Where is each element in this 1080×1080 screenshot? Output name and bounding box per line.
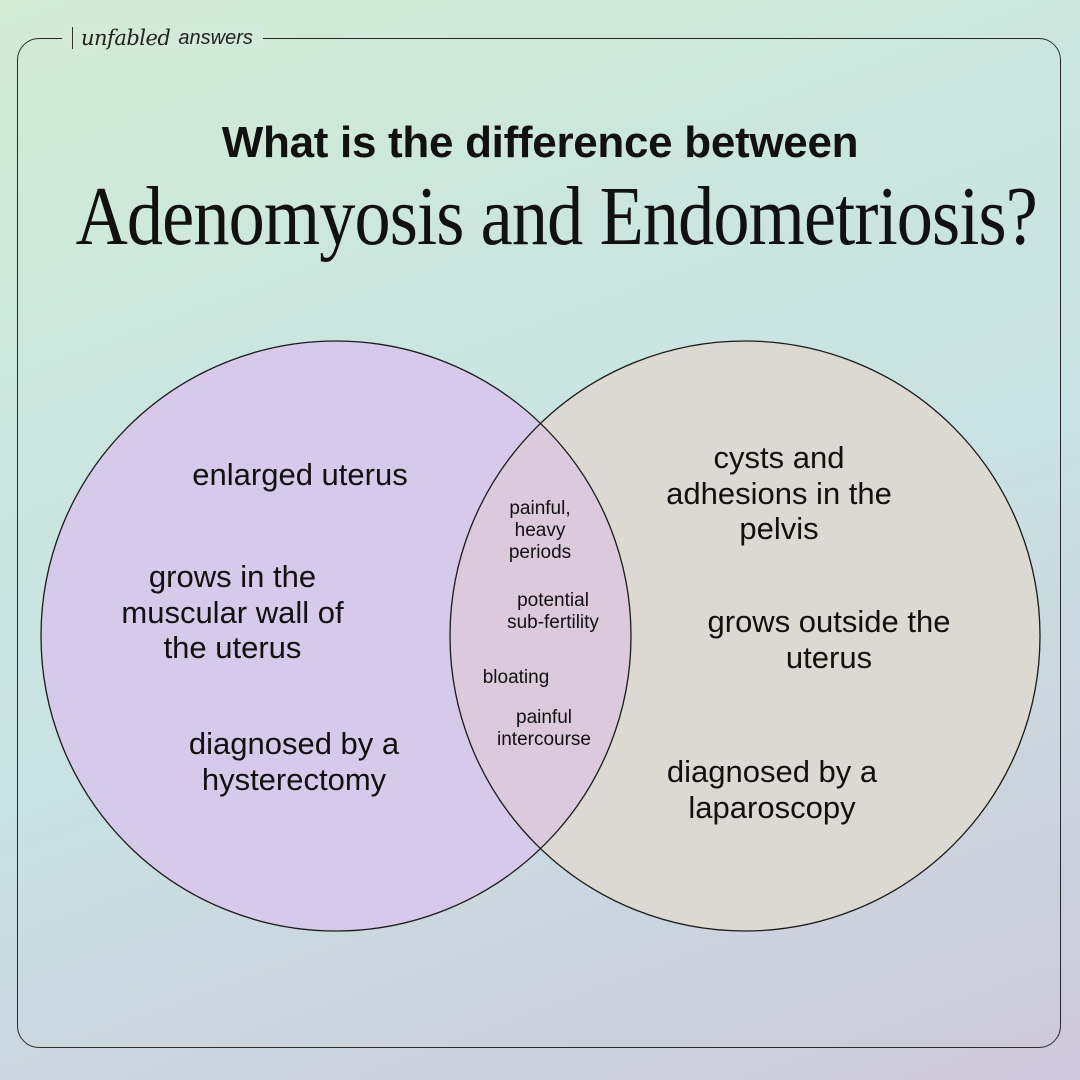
venn-circle-endometriosis (450, 341, 1040, 931)
title-question: What is the difference between (221, 118, 859, 167)
brand-label: answers (178, 26, 253, 49)
title-topic: Adenomyosis and Endometriosis? (75, 170, 1038, 263)
venn-outline-adenomyosis (40, 340, 632, 932)
brand-logo: unfabled (81, 26, 171, 50)
content-frame (17, 38, 1061, 1048)
brand-divider (72, 27, 73, 49)
venn-left-item: enlarged uterus (192, 457, 408, 492)
brand-header: unfabled answers (62, 22, 263, 54)
venn-overlap-item: bloating (482, 667, 550, 688)
venn-outline-endometriosis (449, 340, 1041, 932)
venn-circle-adenomyosis (41, 341, 631, 931)
